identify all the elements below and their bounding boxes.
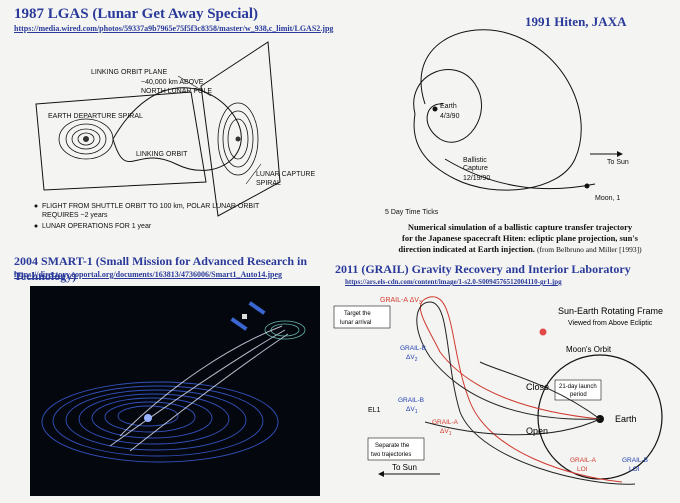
- grail-label-el1: EL1: [368, 407, 381, 414]
- lgas-label-above-2: NORTH LUNAR POLE: [141, 88, 212, 95]
- hiten-caption-line-1: Numerical simulation of a ballistic capt…: [407, 222, 633, 232]
- grail-label-open: Open: [526, 426, 548, 436]
- hiten-label-moon: Moon, 1: [595, 195, 620, 202]
- lgas-label-linking: LINKING ORBIT: [136, 151, 188, 158]
- lgas-title: 1987 LGAS (Lunar Get Away Special): [14, 6, 259, 22]
- grail-label-separate-1: Separate the: [375, 443, 410, 449]
- grail-diagram: Sun-Earth Rotating Frame Viewed from Abo…: [333, 296, 663, 485]
- lgas-panel: 1987 LGAS (Lunar Get Away Special) https…: [6, 4, 334, 250]
- lgas-label-above-1: ~40,000 km ABOVE: [141, 79, 204, 86]
- hiten-panel: 1991 Hiten, JAXA Earth 4/3/90 Ballistic …: [345, 4, 675, 254]
- grail-frame-sub: Viewed from Above Ecliptic: [568, 320, 653, 327]
- smart-image: [30, 286, 320, 496]
- lgas-bullet-1: FLIGHT FROM SHUTTLE ORBIT TO 100 km, POL…: [42, 203, 260, 210]
- hiten-label-date2: 12/19/90: [463, 175, 490, 182]
- grail-label-b-dv1: GRAIL-B: [398, 397, 424, 404]
- grail-label-target-1: Target the: [344, 311, 371, 317]
- hiten-label-capture: Capture: [463, 165, 488, 172]
- hiten-label-ballistic: Ballistic: [463, 157, 487, 164]
- grail-label-close: Close: [526, 382, 549, 392]
- lgas-diagram: LINKING ORBIT PLANE ~40,000 km ABOVE NOR…: [34, 41, 315, 230]
- hiten-diagram: Earth 4/3/90 Ballistic Capture 12/19/90 …: [385, 29, 629, 216]
- grail-label-earth: Earth: [615, 414, 637, 424]
- grail-label-launch-1: 21-day launch: [559, 384, 597, 390]
- hiten-label-sun: To Sun: [607, 159, 629, 166]
- hiten-caption: Numerical simulation of a ballistic capt…: [365, 222, 675, 255]
- grail-label-b-dv2-v: ΔV2: [406, 354, 418, 363]
- grail-label-a-dv1-v: ΔV1: [440, 428, 452, 437]
- grail-frame-title: Sun-Earth Rotating Frame: [558, 306, 663, 316]
- lgas-bullet-3: LUNAR OPERATIONS FOR 1 year: [42, 223, 152, 230]
- lgas-label-capture-1: LUNAR CAPTURE: [256, 171, 315, 178]
- smart-panel: 2004 SMART-1 (Small Mission for Advanced…: [6, 254, 336, 503]
- grail-label-moon-orbit: Moon's Orbit: [566, 345, 612, 354]
- grail-label-b-loi-1: GRAIL-B: [622, 457, 648, 464]
- grail-label-to-sun: To Sun: [392, 463, 417, 472]
- hiten-caption-line-3: direction indicated at Earth injection.: [398, 244, 535, 254]
- grail-label-launch-2: period: [570, 392, 587, 398]
- lgas-bullet-2: REQUIRES ~2 years: [42, 212, 108, 219]
- hiten-label-earth: Earth: [440, 103, 457, 110]
- grail-label-a-loi-1: GRAIL-A: [570, 457, 597, 464]
- grail-label-separate-2: two trajectories: [371, 452, 411, 458]
- lgas-label-departure: EARTH DEPARTURE SPIRAL: [48, 113, 143, 120]
- hiten-label-date1: 4/3/90: [440, 113, 460, 120]
- grail-title: 2011 (GRAIL) Gravity Recovery and Interi…: [335, 262, 631, 276]
- hiten-caption-line-2: for the Japanese spacecraft Hiten: eclip…: [401, 233, 638, 243]
- hiten-title: 1991 Hiten, JAXA: [525, 14, 627, 29]
- grail-label-b-dv1-v: ΔV1: [406, 406, 418, 415]
- hiten-label-ticks: 5 Day Time Ticks: [385, 209, 439, 216]
- grail-url[interactable]: https://ars.els-cdn.com/content/image/1-…: [345, 278, 562, 286]
- grail-label-a-loi-2: LOI: [577, 466, 588, 473]
- grail-label-a-dv1: GRAIL-A: [432, 419, 459, 426]
- grail-panel: 2011 (GRAIL) Gravity Recovery and Interi…: [330, 262, 678, 503]
- grail-label-target-2: lunar arrival: [340, 320, 371, 326]
- lgas-label-plane: LINKING ORBIT PLANE: [91, 69, 167, 76]
- grail-label-b-loi-2: LOI: [629, 466, 640, 473]
- smart-title: 2004 SMART-1 (Small Mission for Advanced…: [14, 254, 308, 283]
- lgas-label-capture-2: SPIRAL: [256, 180, 281, 187]
- lgas-url[interactable]: https://media.wired.com/photos/59337a9b7…: [14, 24, 334, 33]
- grail-label-b-dv2: GRAIL-B: [400, 345, 426, 352]
- hiten-source: (from Belbruno and Miller [1993]): [537, 245, 642, 254]
- smart-url[interactable]: https://directory.eoportal.org/documents…: [14, 270, 283, 279]
- grail-label-a-dv3: GRAIL-A ΔV3: [380, 297, 422, 306]
